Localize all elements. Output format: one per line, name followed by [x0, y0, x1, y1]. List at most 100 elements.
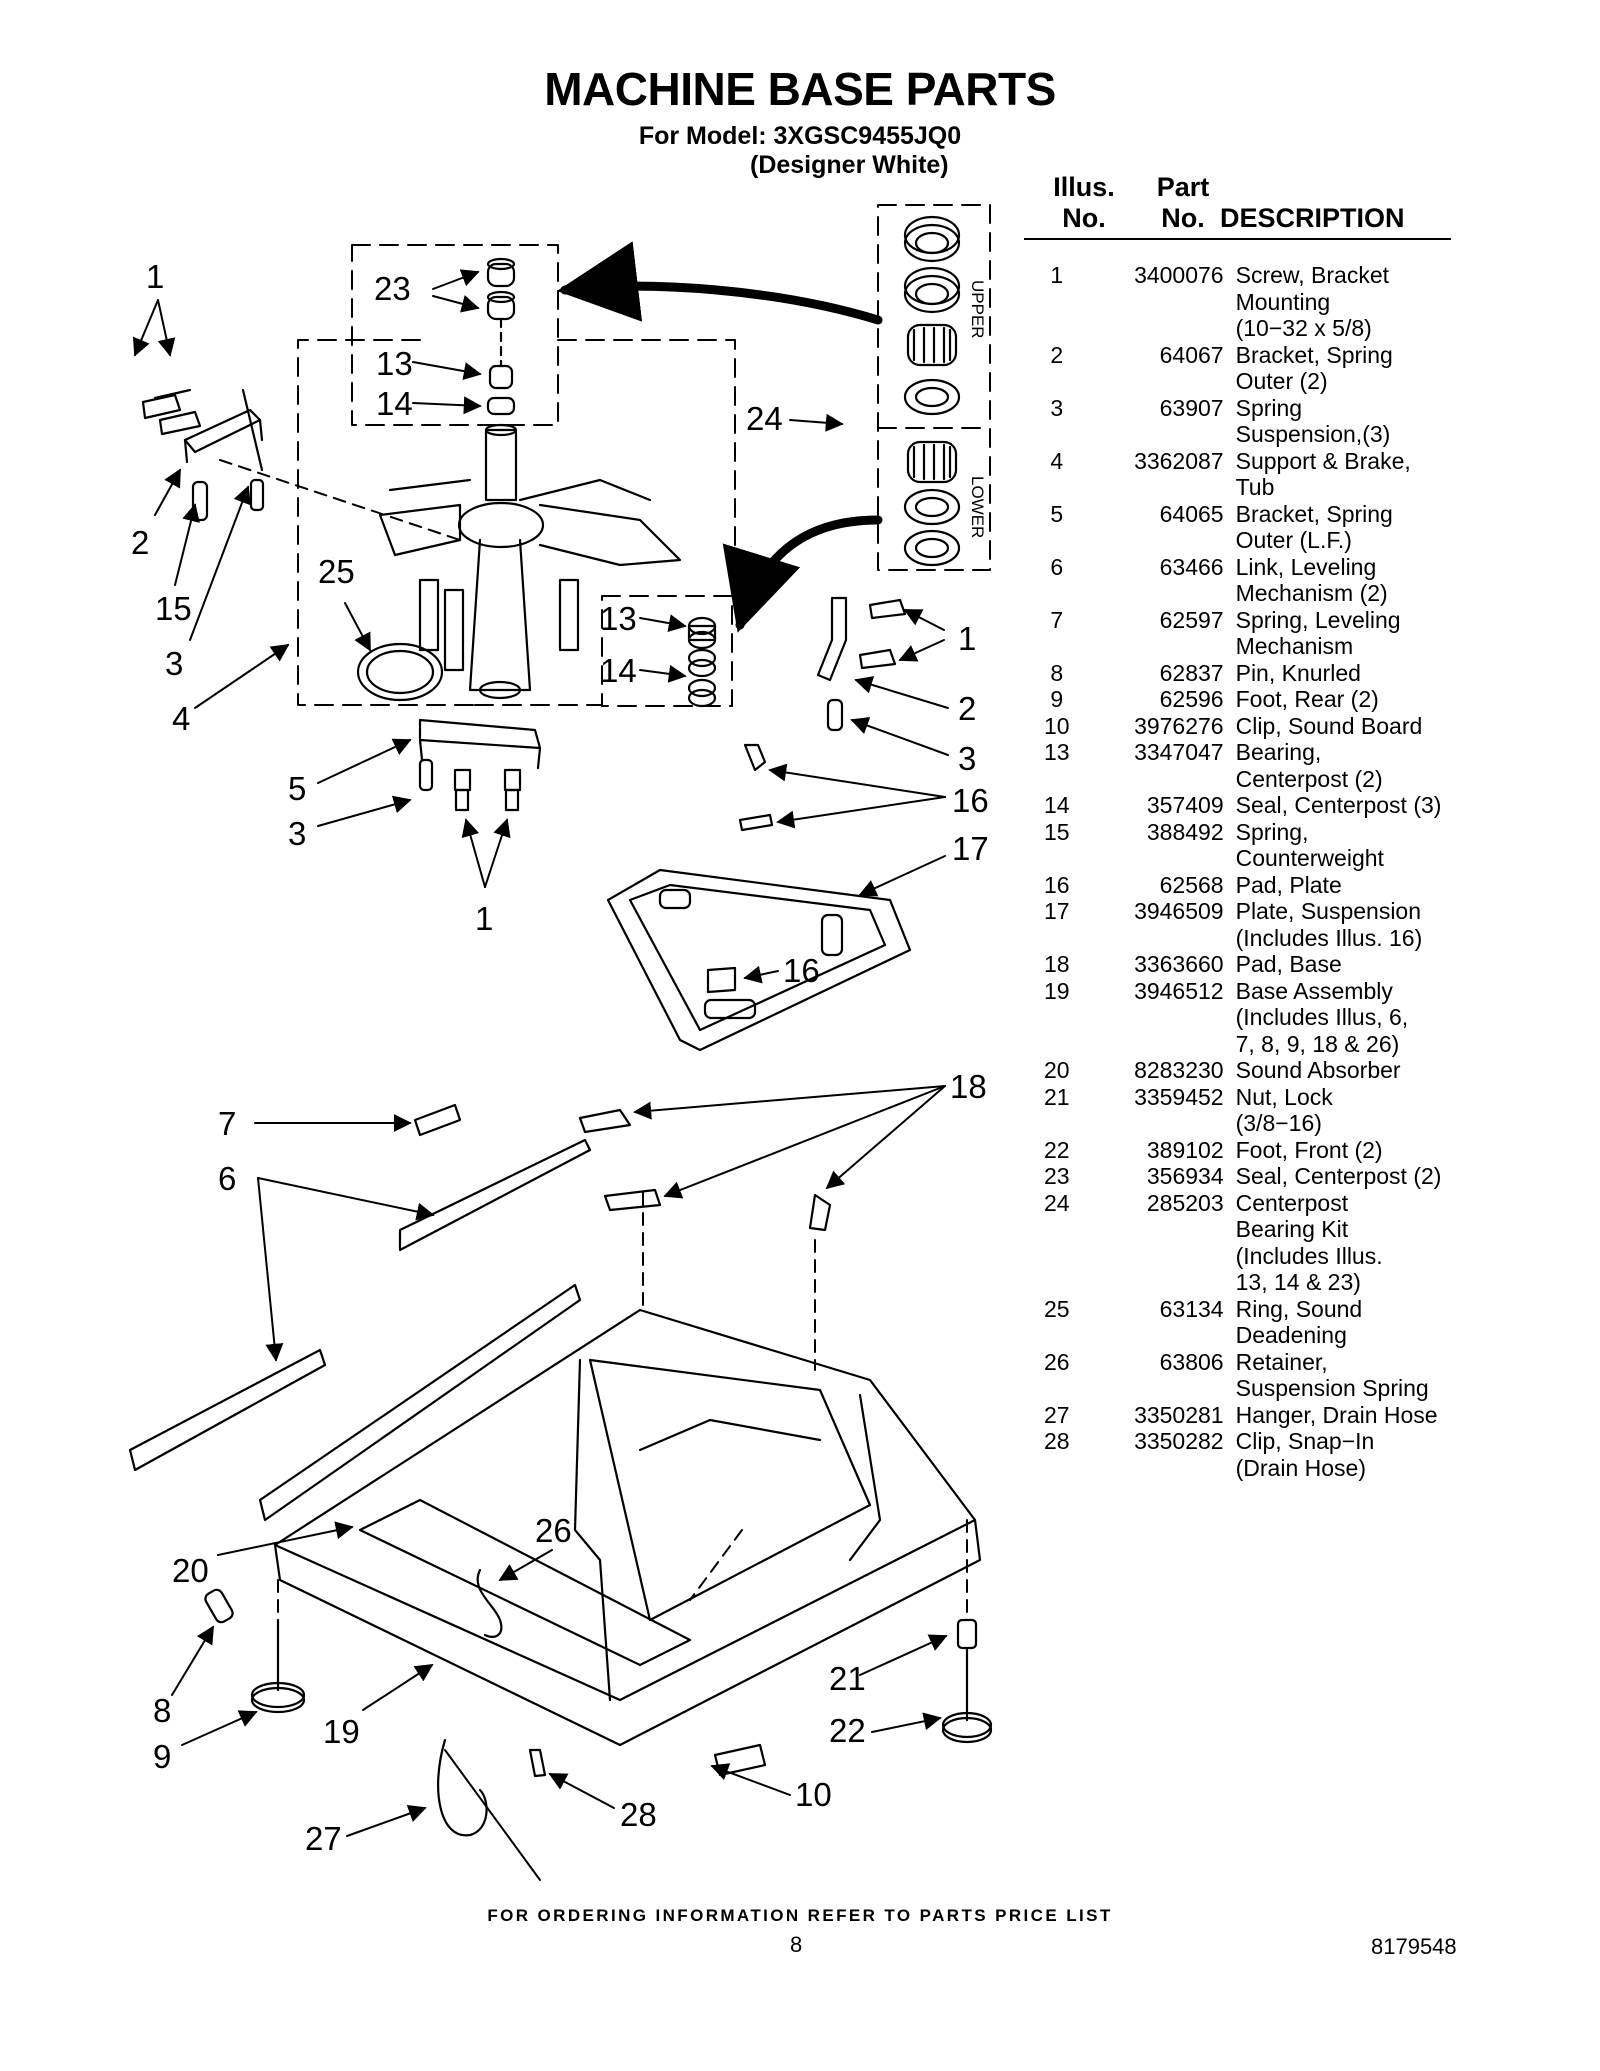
illus-no: 17	[1043, 898, 1070, 924]
callout-3b: 3	[958, 740, 976, 777]
illus-no: 14	[1043, 792, 1070, 818]
illus-no: 18	[1043, 951, 1070, 977]
callout-24: 24	[746, 400, 783, 437]
bearing-kit-parts	[903, 215, 961, 567]
callout-16a: 16	[952, 782, 989, 819]
illus-no: 15	[1043, 818, 1070, 845]
ordering-note: FOR ORDERING INFORMATION REFER TO PARTS …	[487, 1906, 1113, 1925]
callout-19: 19	[323, 1713, 360, 1750]
page-number: 8	[790, 1932, 803, 1957]
callout-26: 26	[535, 1512, 572, 1549]
col-header-part: Part No.	[1118, 172, 1248, 234]
callout-6: 6	[218, 1160, 236, 1197]
color-line: (Designer White)	[750, 151, 949, 179]
part-description: Base Assembly (Includes Illus, 6, 7, 8, …	[1235, 977, 1409, 1057]
left-bracket-screws	[141, 388, 265, 522]
table-row: 1 3400076 Screw, Bracket Mounting (10−32 x…	[1024, 262, 1464, 342]
part-description: Foot, Rear (2)	[1235, 686, 1379, 712]
part-no: 3976276	[1134, 712, 1224, 739]
part-no: 8283230	[1134, 1057, 1224, 1083]
part-no: 3350282	[1134, 1428, 1224, 1454]
part-description: Pad, Plate	[1235, 871, 1342, 898]
loose-parts	[204, 1568, 993, 1837]
part-no: 63134	[1159, 1295, 1224, 1322]
base-assembly	[258, 1283, 982, 1747]
callout-10: 10	[795, 1776, 832, 1813]
part-description: Sound Absorber	[1235, 1057, 1401, 1083]
lower-kit-dashed-box	[601, 595, 733, 707]
kit-upper-label: UPPER	[968, 280, 987, 339]
part-no: 3363660	[1134, 951, 1224, 977]
table-row: 22 389102 Foot, Front (2)	[1024, 1137, 1464, 1164]
part-description: Pin, Knurled	[1235, 659, 1361, 686]
illus-no: 26	[1043, 1348, 1070, 1375]
illus-no: 20	[1043, 1057, 1070, 1083]
part-description: Pad, Base	[1235, 951, 1342, 977]
illus-no: 22	[1043, 1136, 1070, 1163]
illus-no: 7	[1050, 606, 1064, 633]
part-description: Spring Suspension,(3)	[1235, 394, 1391, 448]
kit-lower-label: LOWER	[968, 476, 987, 538]
part-description: Screw, Bracket Mounting (10−32 x 5/8)	[1235, 262, 1389, 341]
part-no: 3350281	[1134, 1401, 1224, 1428]
illus-no: 1	[1050, 262, 1064, 288]
illus-no: 5	[1050, 500, 1064, 527]
part-no: 64067	[1159, 341, 1224, 368]
illus-no: 27	[1043, 1401, 1070, 1428]
callout-1b: 1	[958, 620, 976, 657]
part-description: Seal, Centerpost (3)	[1235, 792, 1442, 818]
part-no: 389102	[1146, 1136, 1224, 1163]
part-no: 3946509	[1134, 898, 1224, 924]
parts-table: 1 3400076 Screw, Bracket Mounting (10−32 x…	[1024, 262, 1464, 1481]
col-header-illus: Illus. No.	[1024, 172, 1144, 234]
part-no: 62596	[1159, 686, 1224, 712]
part-no: 63907	[1159, 394, 1224, 421]
model-line: For Model: 3XGSC9455JQ0	[638, 122, 962, 150]
part-description: Plate, Suspension (Includes Illus. 16)	[1235, 898, 1423, 951]
part-description: Spring, Leveling Mechanism	[1235, 606, 1401, 660]
col-header-illus-line2: No.	[1062, 203, 1106, 233]
table-row: 17 3946509 Plate, Suspension (Includes Ill…	[1024, 898, 1464, 951]
part-description: Foot, Front (2)	[1235, 1136, 1383, 1163]
table-row: 18 3363660 Pad, Base	[1024, 951, 1464, 978]
illus-no: 3	[1050, 394, 1064, 421]
callout-3a: 3	[165, 645, 183, 682]
part-no: 62568	[1159, 871, 1224, 898]
callout-20: 20	[172, 1552, 209, 1589]
table-row: 9 62596 Foot, Rear (2)	[1024, 686, 1464, 713]
front-bracket	[418, 718, 542, 812]
illus-no: 8	[1050, 659, 1064, 686]
part-description: Retainer, Suspension Spring	[1235, 1348, 1429, 1402]
part-description: Seal, Centerpost (2)	[1235, 1163, 1442, 1189]
callout-27: 27	[305, 1820, 342, 1857]
part-description: Clip, Sound Board	[1235, 712, 1423, 739]
part-description: Spring, Counterweight	[1235, 818, 1384, 872]
part-description: Clip, Snap−In (Drain Hose)	[1235, 1428, 1375, 1481]
callout-17: 17	[952, 830, 989, 867]
callout-9: 9	[153, 1738, 171, 1775]
centerpost-upper-parts	[486, 257, 516, 416]
part-description: Hanger, Drain Hose	[1235, 1401, 1438, 1428]
callout-16b: 16	[783, 952, 820, 989]
part-no: 3347047	[1134, 739, 1224, 765]
part-no: 3400076	[1134, 262, 1224, 288]
callout-22: 22	[829, 1712, 866, 1749]
part-no: 64065	[1159, 500, 1224, 527]
callout-23: 23	[374, 270, 411, 307]
table-row: 20 8283230 Sound Absorber	[1024, 1057, 1464, 1084]
illus-no: 28	[1043, 1428, 1070, 1454]
illus-no: 21	[1043, 1083, 1070, 1110]
illus-no: 9	[1050, 686, 1064, 712]
part-description: Link, Leveling Mechanism (2)	[1235, 553, 1388, 607]
upper-kit-dashed-box	[351, 244, 559, 426]
part-no: 356934	[1146, 1163, 1224, 1189]
tub-support-dashed-box	[297, 339, 476, 706]
